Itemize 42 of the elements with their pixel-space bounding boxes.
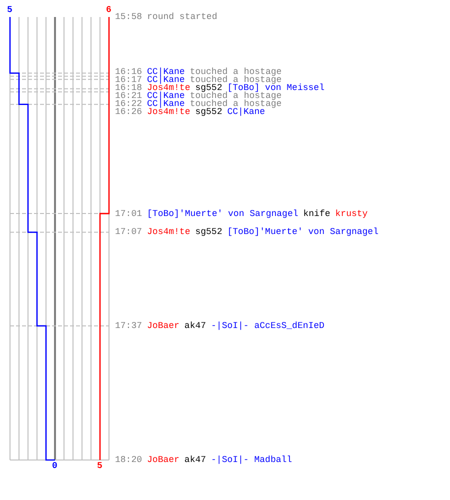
weapon-name: ak47 (184, 455, 206, 465)
player-name: CC|Kane (227, 107, 266, 117)
time-label: 16:21 (115, 91, 142, 101)
player-name: CC|Kane (147, 99, 185, 109)
player-name: CC|Kane (147, 75, 185, 85)
weapon-name: sg552 (195, 83, 222, 93)
time-label: 16:18 (115, 83, 142, 93)
player-name: -|SoI|- Madball (211, 455, 292, 465)
player-name: CC|Kane (147, 67, 185, 77)
player-name: Jos4m!te (147, 107, 190, 117)
event-text: touched a hostage (190, 99, 282, 109)
time-label: 15:58 (115, 12, 142, 22)
time-label: 17:07 (115, 227, 142, 238)
player-name: CC|Kane (147, 91, 185, 101)
player-name: krusty (335, 208, 368, 219)
weapon-name: knife (303, 208, 330, 219)
count-label: 0 (52, 461, 58, 471)
time-label: 16:16 (115, 67, 142, 77)
event-text: round started (147, 12, 218, 22)
player-name: [ToBo] von Meissel (227, 83, 324, 93)
player-name: JoBaer (147, 455, 180, 465)
time-label: 16:17 (115, 75, 142, 85)
weapon-name: ak47 (184, 320, 206, 331)
count-label: 5 (97, 461, 102, 471)
time-label: 16:22 (115, 99, 142, 109)
player-name: Jos4m!te (147, 227, 190, 238)
player-name: Jos4m!te (147, 83, 190, 93)
time-label: 17:01 (115, 208, 142, 219)
weapon-name: sg552 (195, 227, 222, 238)
time-label: 17:37 (115, 320, 142, 331)
player-name: [ToBo]'Muerte' von Sargnagel (147, 208, 298, 219)
player-name: [ToBo]'Muerte' von Sargnagel (227, 227, 378, 238)
count-label: 5 (7, 5, 12, 15)
time-label: 18:20 (115, 455, 142, 465)
player-name: -|SoI|- aCcEsS_dEnIeD (211, 320, 324, 331)
weapon-name: sg552 (195, 107, 222, 117)
time-label: 16:26 (115, 107, 142, 117)
player-name: JoBaer (147, 320, 180, 331)
event-text: touched a hostage (190, 91, 282, 101)
count-label: 6 (106, 5, 112, 15)
event-text: touched a hostage (190, 67, 282, 77)
event-text: touched a hostage (190, 75, 282, 85)
